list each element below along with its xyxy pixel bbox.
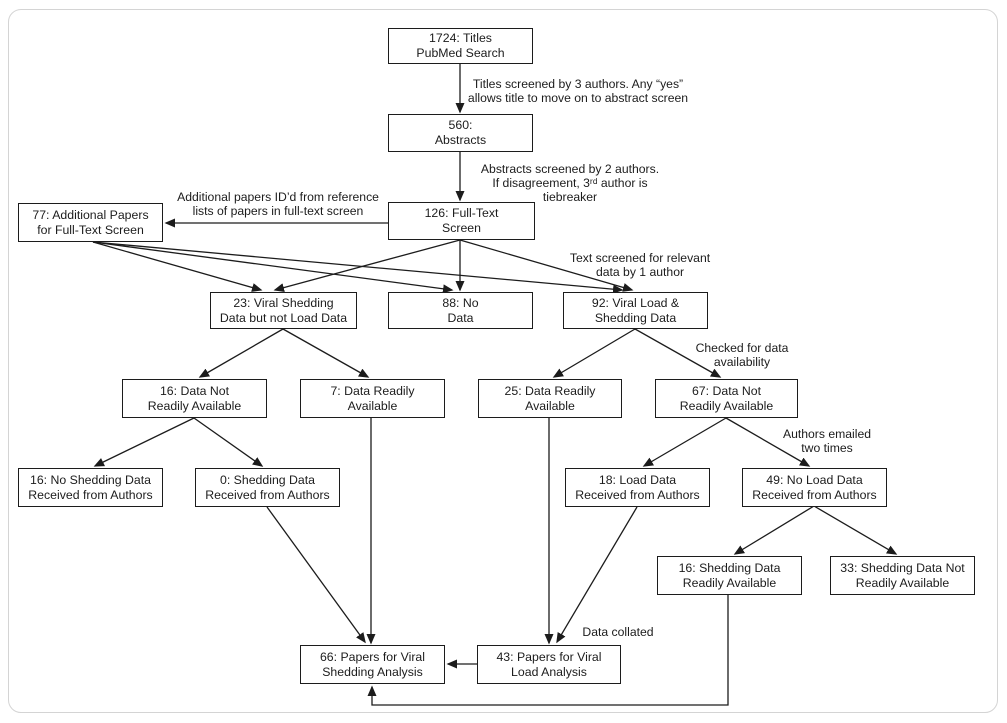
node-23-viral-shedding-only: 23: Viral Shedding Data but not Load Dat… — [210, 292, 357, 329]
edge-92-to-25-readily — [552, 328, 636, 378]
edge-67dnra-to-load-received-18 — [642, 417, 727, 467]
node-126-full-text-screen: 126: Full-Text Screen — [388, 202, 535, 240]
node-43-viral-load-analysis: 43: Papers for Viral Load Analysis — [477, 645, 621, 684]
annotation-abstracts-screened: Abstracts screened by 2 authors. If disa… — [480, 162, 660, 205]
edge-0sd-to-66 — [266, 506, 366, 644]
node-77-additional-papers: 77: Additional Papers for Full-Text Scre… — [18, 203, 163, 242]
node-0-shedding-data-received: 0: Shedding Data Received from Authors — [195, 468, 340, 507]
node-92-viral-load-shedding: 92: Viral Load & Shedding Data — [563, 292, 708, 329]
annotation-text-screened: Text screened for relevant data by 1 aut… — [569, 251, 711, 280]
node-1724-titles: 1724: Titles PubMed Search — [388, 28, 533, 64]
annotation-titles-screened: Titles screened by 3 authors. Any “yes” … — [467, 77, 689, 106]
edge-23-to-7-readily — [282, 328, 370, 378]
edge-full-text-to-shedding-not-load — [273, 239, 461, 292]
node-7-data-readily-available: 7: Data Readily Available — [300, 379, 445, 418]
node-88-no-data: 88: No Data — [388, 292, 533, 329]
node-67-data-not-readily-available: 67: Data Not Readily Available — [655, 379, 798, 418]
edge-92-to-67-not-readily — [634, 328, 722, 378]
edge-additional-to-no-data — [92, 241, 454, 294]
node-16-data-not-readily-available: 16: Data Not Readily Available — [122, 379, 267, 418]
edge-additional-to-load-and-shedding — [92, 241, 624, 294]
edge-67dnra-to-no-load-received-49 — [725, 417, 811, 467]
node-49-no-load-data-received: 49: No Load Data Received from Authors — [742, 468, 887, 507]
edge-49-to-shedding-not-readily-33 — [813, 505, 898, 555]
edge-49-to-shedding-readily-16 — [733, 505, 815, 555]
annotation-data-collated: Data collated — [582, 625, 654, 639]
edge-16dnra-to-no-shedding-received — [93, 417, 195, 467]
annotation-checked-availability: Checked for data availability — [695, 341, 789, 370]
node-18-load-data-received: 18: Load Data Received from Authors — [565, 468, 710, 507]
edge-full-text-to-load-and-shedding — [459, 239, 634, 292]
node-560-abstracts: 560: Abstracts — [388, 114, 533, 152]
node-16-shedding-data-readily-available: 16: Shedding Data Readily Available — [657, 556, 802, 595]
edge-16dnra-to-shedding-received-0 — [193, 417, 264, 467]
annotation-authors-emailed: Authors emailed two times — [782, 427, 872, 456]
node-33-shedding-data-not-readily-available: 33: Shedding Data Not Readily Available — [830, 556, 975, 595]
edge-16sdra-to-66 — [367, 595, 729, 706]
edge-23-to-16-not-readily — [198, 328, 284, 378]
node-25-data-readily-available: 25: Data Readily Available — [478, 379, 622, 418]
edge-additional-to-shedding-not-load — [92, 241, 263, 292]
annotation-additional-papers: Additional papers ID’d from reference li… — [177, 190, 379, 219]
edge-18ld-to-43 — [556, 506, 638, 644]
node-66-viral-shedding-analysis: 66: Papers for Viral Shedding Analysis — [300, 645, 445, 684]
node-16-no-shedding-data-received: 16: No Shedding Data Received from Autho… — [18, 468, 163, 507]
